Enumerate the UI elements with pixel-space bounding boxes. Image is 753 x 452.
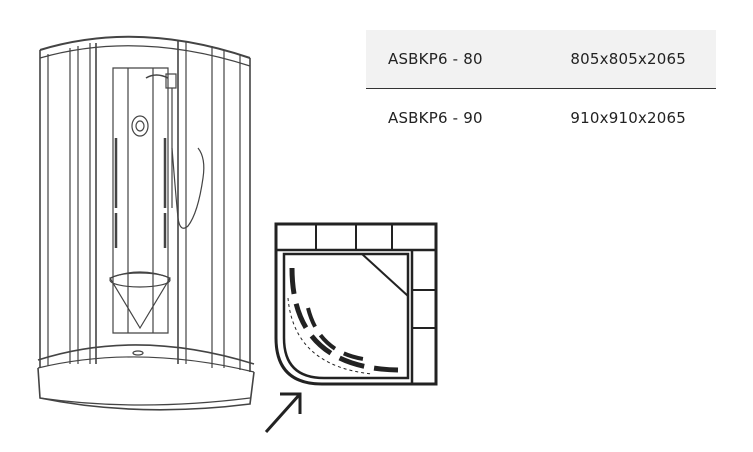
model-dimensions: 910x910x2065: [570, 109, 686, 127]
model-code: ASBKP6 - 80: [388, 50, 483, 68]
model-dimensions: 805x805x2065: [570, 50, 686, 68]
floor-plan-icon: [264, 222, 438, 434]
model-code: ASBKP6 - 90: [388, 109, 483, 127]
shower-cabin-illustration: [37, 35, 255, 411]
model-table: ASBKP6 - 80 805x805x2065 ASBKP6 - 90 910…: [366, 30, 716, 147]
model-row-80: ASBKP6 - 80 805x805x2065: [366, 30, 716, 89]
model-row-90: ASBKP6 - 90 910x910x2065: [366, 89, 716, 147]
